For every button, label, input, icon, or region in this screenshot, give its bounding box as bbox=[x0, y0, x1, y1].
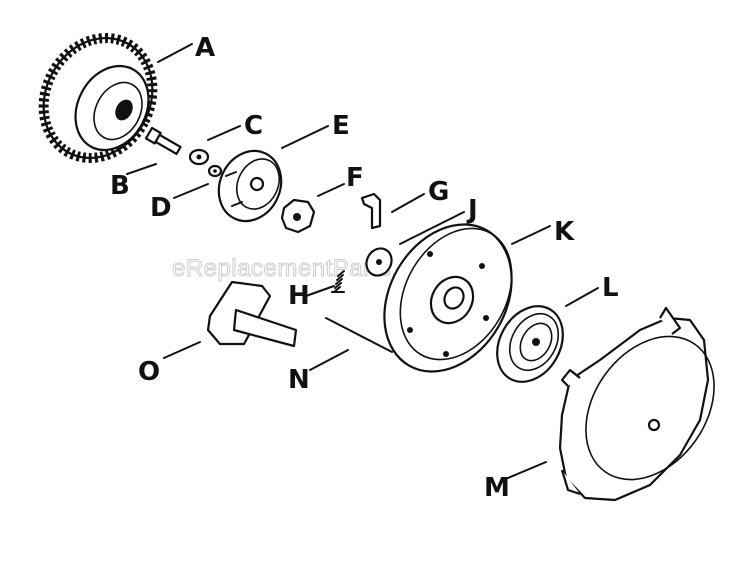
pawl-icon[interactable] bbox=[280, 198, 316, 234]
starter-pulley-icon[interactable] bbox=[359, 201, 537, 394]
pulley-icon[interactable] bbox=[208, 141, 293, 232]
hub-icon[interactable] bbox=[144, 126, 182, 156]
label-e: E bbox=[332, 111, 350, 141]
label-b: B bbox=[110, 171, 130, 201]
label-f: F bbox=[346, 163, 364, 193]
label-g: G bbox=[428, 177, 449, 207]
label-c: C bbox=[244, 111, 263, 141]
dog-icon[interactable] bbox=[360, 192, 382, 230]
leader-lines bbox=[126, 43, 599, 479]
washer-icon[interactable] bbox=[188, 148, 210, 166]
label-h: H bbox=[288, 281, 310, 311]
retainer-washer-icon[interactable] bbox=[362, 244, 397, 280]
handle-icon[interactable] bbox=[206, 280, 298, 348]
recoil-spring-icon[interactable] bbox=[484, 294, 576, 393]
part-labels: A B C D E F G H J K L M N O bbox=[110, 33, 619, 503]
label-o: O bbox=[138, 357, 160, 387]
rope-icon[interactable] bbox=[325, 317, 393, 353]
label-n: N bbox=[288, 365, 310, 395]
label-d: D bbox=[150, 193, 172, 223]
small-washer-icon[interactable] bbox=[207, 164, 223, 178]
label-k: K bbox=[554, 217, 575, 247]
label-m: M bbox=[484, 473, 510, 503]
spring-icon[interactable] bbox=[331, 270, 345, 293]
label-j: J bbox=[466, 195, 478, 225]
housing-icon[interactable] bbox=[558, 306, 740, 504]
tire-icon[interactable] bbox=[23, 19, 173, 177]
label-a: A bbox=[195, 33, 215, 63]
label-l: L bbox=[602, 273, 619, 303]
